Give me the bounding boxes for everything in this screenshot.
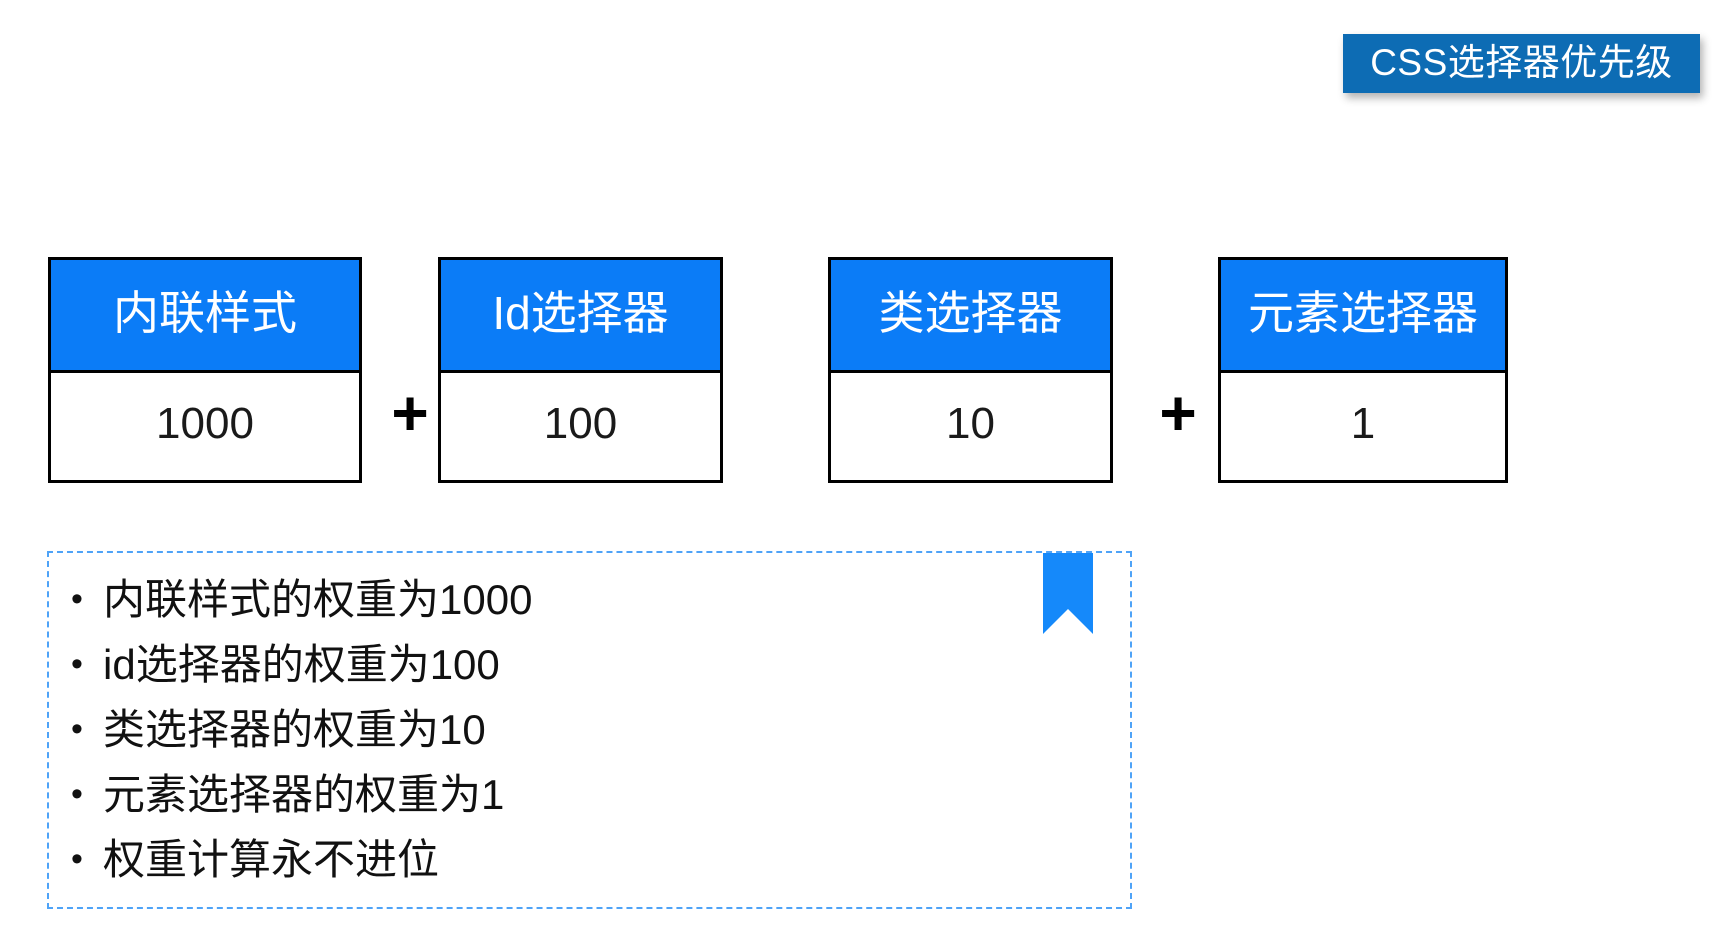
notes-list: • 内联样式的权重为1000 • id选择器的权重为100 • 类选择器的权重为… xyxy=(49,553,1130,892)
list-item-text: 类选择器的权重为10 xyxy=(103,706,486,753)
list-item: • 元素选择器的权重为1 xyxy=(71,762,1130,827)
weight-box: 元素选择器 1 xyxy=(1218,257,1508,483)
list-item: • 权重计算永不进位 xyxy=(71,827,1130,892)
weight-column-value: 1 xyxy=(1221,373,1505,480)
weight-column-header: 内联样式 xyxy=(51,260,359,373)
bullet-icon: • xyxy=(71,775,83,813)
weight-column-header: 类选择器 xyxy=(831,260,1110,373)
page-title-text: CSS选择器优先级 xyxy=(1370,42,1673,83)
weight-column-value: 10 xyxy=(831,373,1110,480)
weight-table: 内联样式 1000 + Id选择器 100 + 类选择器 10 + 元素选择器 … xyxy=(0,257,1720,485)
weight-box: Id选择器 100 xyxy=(438,257,723,483)
weight-column-header: Id选择器 xyxy=(441,260,720,373)
plus-operator-1: + xyxy=(391,377,429,449)
list-item-text: 内联样式的权重为1000 xyxy=(103,576,533,623)
weight-column-class-selector[interactable]: 类选择器 10 xyxy=(828,257,1113,483)
list-item: • 类选择器的权重为10 xyxy=(71,697,1130,762)
weight-column-value: 1000 xyxy=(51,373,359,480)
weight-box: 内联样式 1000 xyxy=(48,257,362,483)
weight-column-id-selector[interactable]: Id选择器 100 xyxy=(438,257,723,483)
bullet-icon: • xyxy=(71,580,83,618)
page-title-badge: CSS选择器优先级 xyxy=(1343,34,1700,93)
list-item: • 内联样式的权重为1000 xyxy=(71,567,1130,632)
bullet-icon: • xyxy=(71,840,83,878)
weight-column-header: 元素选择器 xyxy=(1221,260,1505,373)
list-item-text: 元素选择器的权重为1 xyxy=(103,771,505,818)
list-item-text: id选择器的权重为100 xyxy=(103,641,500,688)
plus-operator-3: + xyxy=(1159,377,1197,449)
bullet-icon: • xyxy=(71,645,83,683)
bookmark-icon-glyph xyxy=(1043,553,1093,634)
weight-column-element-selector[interactable]: 元素选择器 1 xyxy=(1218,257,1508,483)
list-item-text: 权重计算永不进位 xyxy=(103,836,440,883)
bookmark-icon[interactable] xyxy=(1043,553,1093,634)
weight-column-inline-style[interactable]: 内联样式 1000 xyxy=(48,257,362,483)
list-item: • id选择器的权重为100 xyxy=(71,632,1130,697)
notes-panel: • 内联样式的权重为1000 • id选择器的权重为100 • 类选择器的权重为… xyxy=(47,551,1132,909)
bullet-icon: • xyxy=(71,710,83,748)
weight-box: 类选择器 10 xyxy=(828,257,1113,483)
weight-column-value: 100 xyxy=(441,373,720,480)
